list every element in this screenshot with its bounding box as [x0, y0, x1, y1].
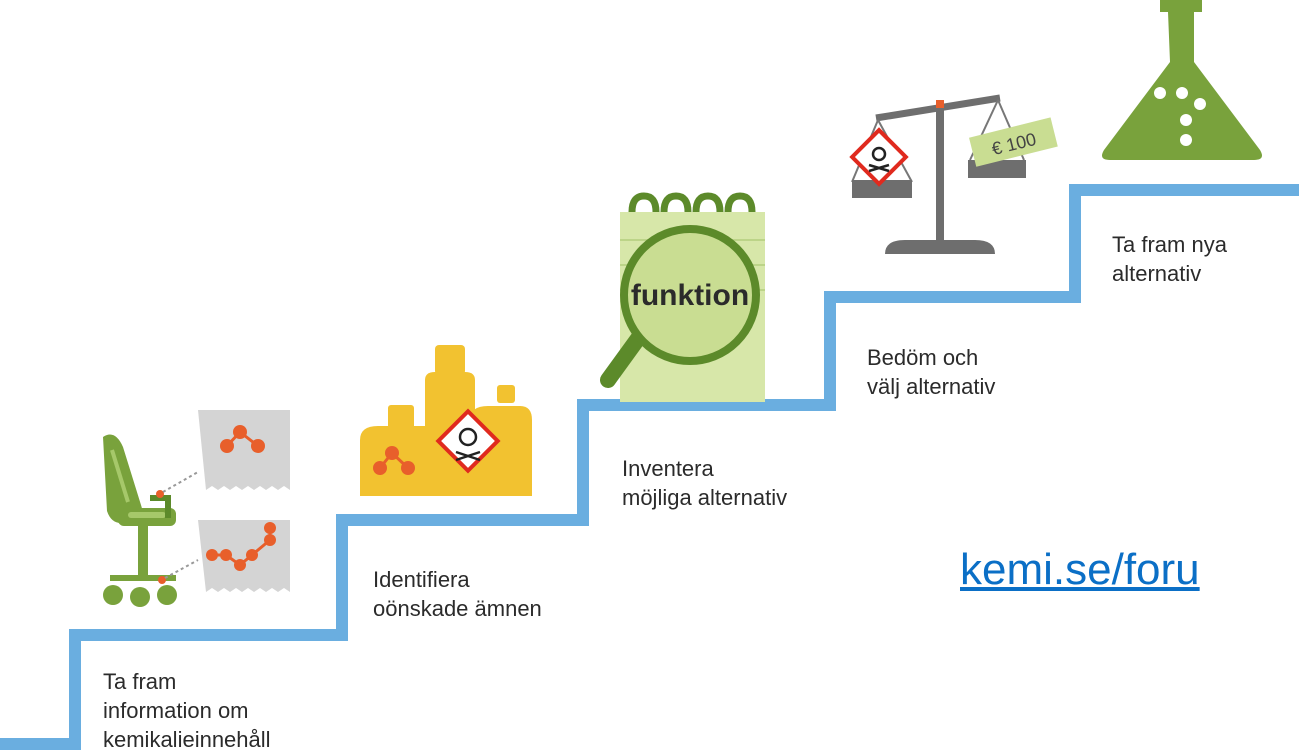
chair-icon — [103, 434, 177, 607]
step-5-label: Ta fram nya alternativ — [1112, 232, 1227, 286]
step-4-label: Bedöm och välj alternativ — [867, 345, 996, 399]
notepad-magnifier-icon: funktion — [600, 192, 765, 402]
molecule-card-icon — [198, 410, 290, 490]
forum-link[interactable]: kemi.se/foru — [960, 545, 1200, 594]
step-2-label: Identifiera oönskade ämnen — [373, 567, 542, 621]
flask-icon — [1102, 0, 1262, 160]
chemical-bottles-icon — [360, 345, 532, 496]
staircase-line — [0, 184, 1299, 750]
balance-scale-icon: € 100 — [849, 94, 1058, 254]
step-3-label: Inventera möjliga alternativ — [622, 456, 788, 510]
molecule-card-icon — [198, 520, 290, 592]
diagram-title-cut: valternativ — [0, 0, 100, 5]
magnifier-word: funktion — [631, 279, 749, 312]
step-1-label: Ta fram information om kemikalieinnehåll — [103, 669, 271, 752]
